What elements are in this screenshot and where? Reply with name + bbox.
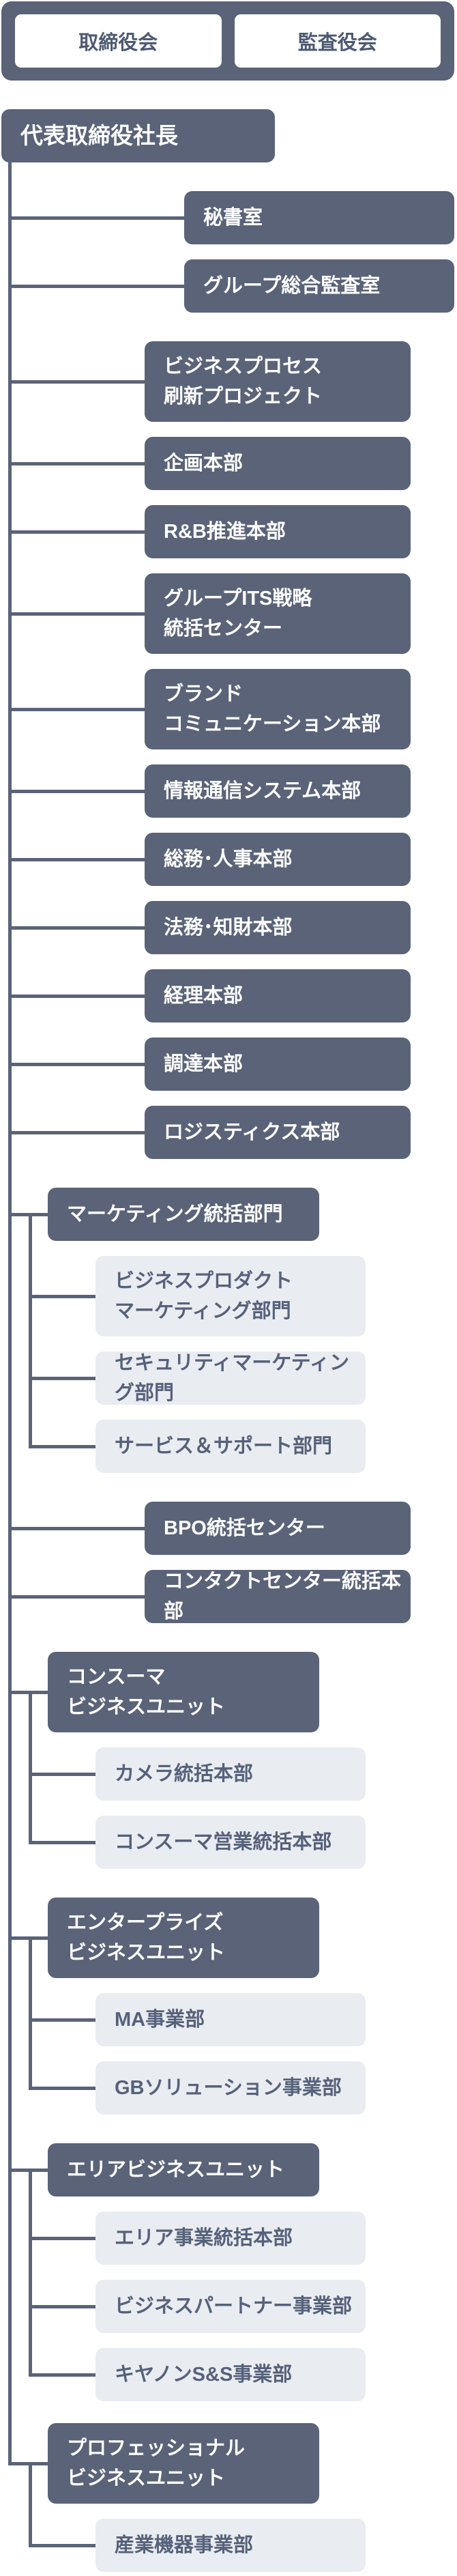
branch-line-group-its-strategy-center xyxy=(8,612,145,616)
branch-line-business-product-marketing-division xyxy=(29,1295,95,1298)
node-ma-business-division: MA事業部 xyxy=(95,1993,366,2046)
node-procurement-hq: 調達本部 xyxy=(145,1037,411,1091)
node-group-audit-office: グループ総合監査室 xyxy=(184,259,454,313)
node-canon-ss-division: キヤノンS&S事業部 xyxy=(95,2348,366,2401)
branch-line-group-audit-office xyxy=(8,285,184,288)
node-brand-communication-hq: ブランド コミュニケーション本部 xyxy=(145,669,411,749)
subtrunk-line-marketing xyxy=(29,1213,32,1448)
node-corporate-planning-hq: 企画本部 xyxy=(145,437,411,490)
branch-line-brand-communication-hq xyxy=(8,708,145,711)
node-ict-system-hq: 情報通信システム本部 xyxy=(145,764,411,818)
branch-line-secretary-office xyxy=(8,216,184,220)
node-security-marketing-division: セキュリティマーケティング部門 xyxy=(95,1351,366,1405)
trunk-line xyxy=(8,162,12,2465)
branch-line-professional-business-unit xyxy=(8,2462,48,2465)
subtrunk-line-professional xyxy=(29,2462,32,2547)
node-legal-ip-hq: 法務･知財本部 xyxy=(145,901,411,954)
node-enterprise-business-unit: エンタープライズ ビジネスユニット xyxy=(48,1898,319,1978)
branch-line-consumer-business-unit xyxy=(8,1691,48,1694)
branch-line-accounting-hq xyxy=(8,994,145,998)
branch-line-rb-promotion-hq xyxy=(8,530,145,534)
node-rb-promotion-hq: R&B推進本部 xyxy=(145,505,411,558)
governance-banner: 取締役会 監査役会 xyxy=(1,1,454,81)
branch-line-gb-solution-business-division xyxy=(29,2087,95,2090)
branch-line-security-marketing-division xyxy=(29,1377,95,1380)
branch-line-logistics-hq xyxy=(8,1131,145,1134)
branch-line-business-process-innovation-project xyxy=(8,380,145,384)
node-consumer-business-unit: コンスーマ ビジネスユニット xyxy=(48,1652,319,1732)
node-camera-hq: カメラ統括本部 xyxy=(95,1747,366,1801)
node-board-of-directors: 取締役会 xyxy=(15,14,222,68)
node-bpo-center: BPO統括センター xyxy=(145,1502,411,1555)
node-logistics-hq: ロジスティクス本部 xyxy=(145,1106,411,1159)
subtrunk-line-enterprise xyxy=(29,1936,32,2089)
branch-line-business-partner-division xyxy=(29,2305,95,2308)
node-consumer-sales-hq: コンスーマ営業統括本部 xyxy=(95,1816,366,1869)
branch-line-corporate-planning-hq xyxy=(8,462,145,466)
branch-line-canon-ss-division xyxy=(29,2373,95,2377)
branch-line-industrial-equipment-division xyxy=(29,2544,95,2547)
branch-line-legal-ip-hq xyxy=(8,926,145,930)
node-contact-center-hq: コンタクトセンター統括本部 xyxy=(145,1570,411,1623)
node-marketing-division: マーケティング統括部門 xyxy=(48,1188,319,1241)
node-accounting-hq: 経理本部 xyxy=(145,969,411,1022)
node-group-its-strategy-center: グループITS戦略 統括センター xyxy=(145,573,411,654)
branch-line-consumer-sales-hq xyxy=(29,1841,95,1844)
node-professional-business-unit: プロフェッショナル ビジネスユニット xyxy=(48,2423,319,2504)
branch-line-service-support-division xyxy=(29,1445,95,1448)
subtrunk-line-area xyxy=(29,2169,32,2376)
branch-line-marketing-division xyxy=(8,1213,48,1216)
branch-line-procurement-hq xyxy=(8,1063,145,1066)
node-business-product-marketing-division: ビジネスプロダクト マーケティング部門 xyxy=(95,1256,366,1336)
branch-line-contact-center-hq xyxy=(8,1595,145,1599)
branch-line-camera-hq xyxy=(29,1773,95,1776)
node-area-business-unit: エリアビジネスユニット xyxy=(48,2143,319,2196)
branch-line-general-affairs-hr-hq xyxy=(8,858,145,861)
branch-line-enterprise-business-unit xyxy=(8,1936,48,1940)
node-secretary-office: 秘書室 xyxy=(184,191,454,244)
node-gb-solution-business-division: GBソリューション事業部 xyxy=(95,2061,366,2115)
node-president: 代表取締役社長 xyxy=(1,109,275,162)
branch-line-ict-system-hq xyxy=(8,790,145,793)
node-area-business-hq: エリア事業統括本部 xyxy=(95,2212,366,2265)
node-audit-board: 監査役会 xyxy=(234,14,441,68)
subtrunk-line-consumer xyxy=(29,1691,32,1844)
node-service-support-division: サービス＆サポート部門 xyxy=(95,1420,366,1473)
node-business-process-innovation-project: ビジネスプロセス 刷新プロジェクト xyxy=(145,341,411,422)
node-business-partner-division: ビジネスパートナー事業部 xyxy=(95,2280,366,2333)
branch-line-area-business-hq xyxy=(29,2237,95,2240)
branch-line-area-business-unit xyxy=(8,2169,48,2172)
branch-line-bpo-center xyxy=(8,1527,145,1530)
node-industrial-equipment-division: 産業機器事業部 xyxy=(95,2519,366,2572)
branch-line-ma-business-division xyxy=(29,2018,95,2022)
node-general-affairs-hr-hq: 総務･人事本部 xyxy=(145,833,411,886)
